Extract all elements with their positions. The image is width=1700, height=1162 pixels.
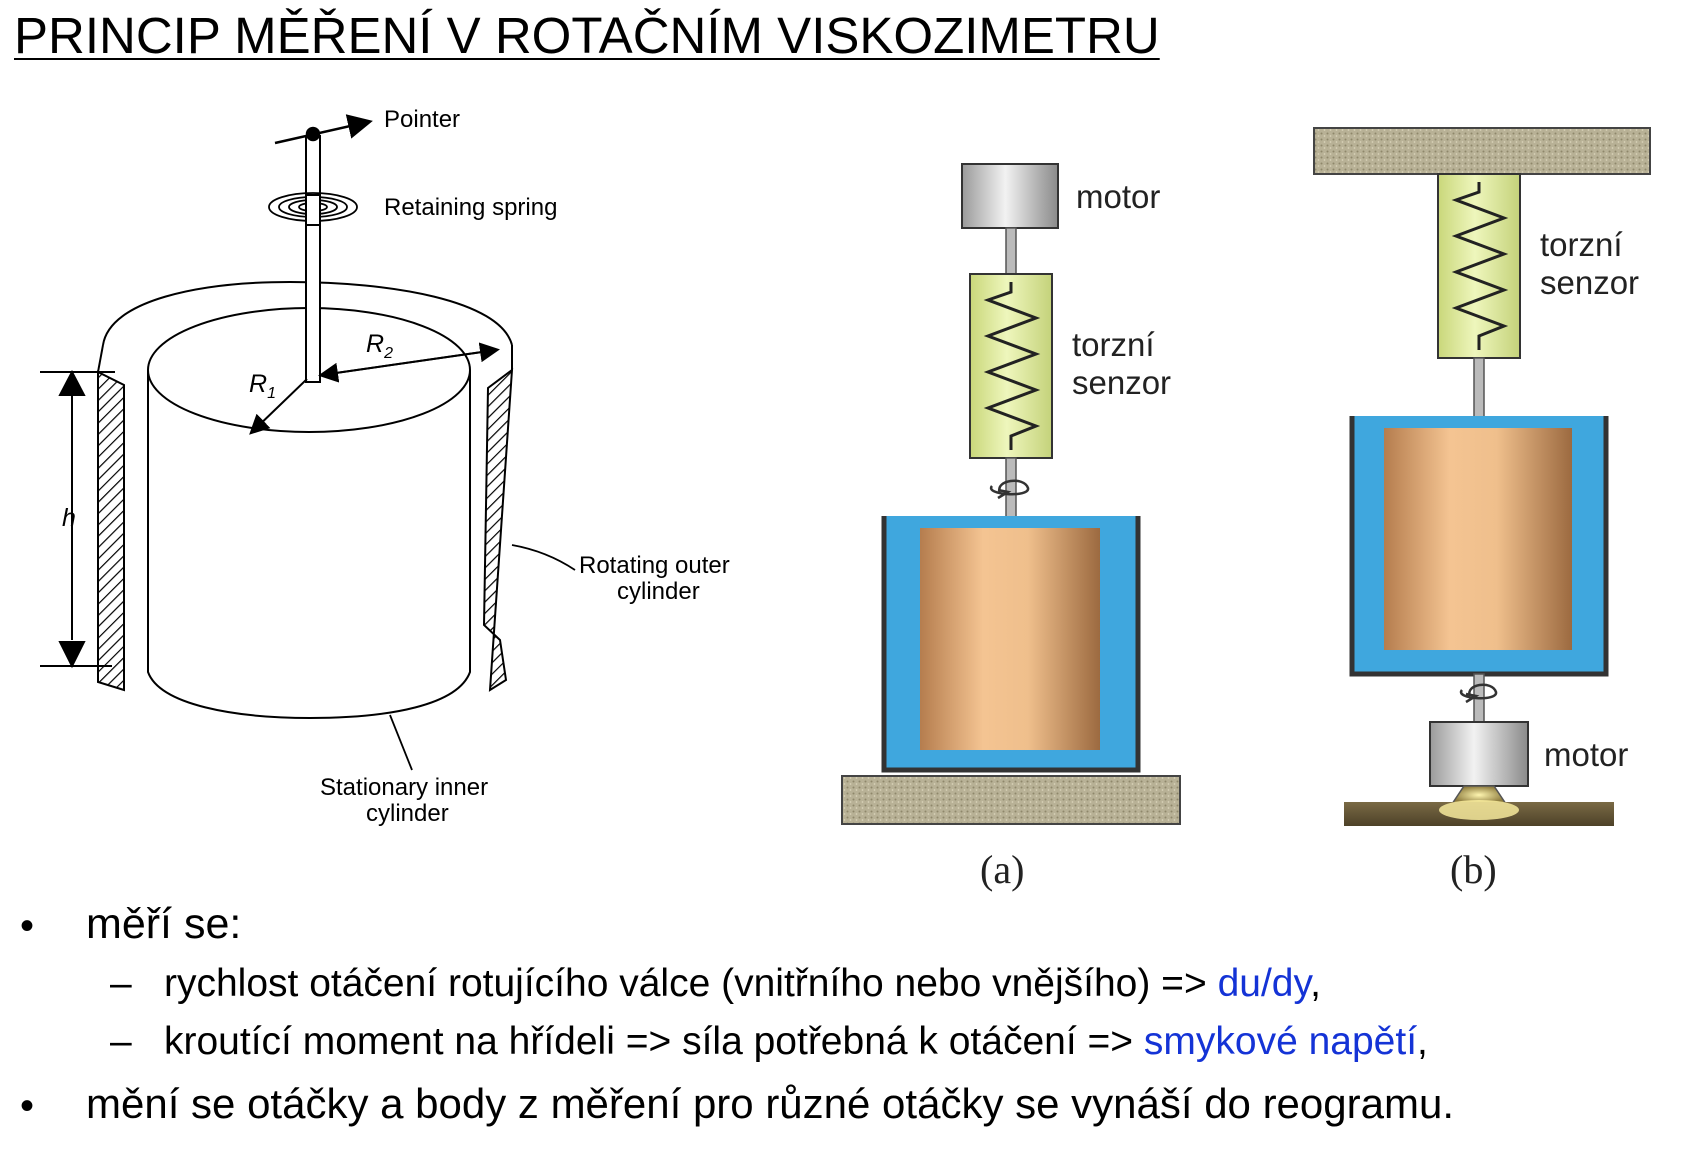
viscometer-line-diagram — [40, 114, 576, 771]
height-dimension — [40, 369, 115, 669]
r2-label: R2 — [366, 330, 393, 362]
base-a — [841, 775, 1181, 825]
bullet-2: mění se otáčky a body z měření pro různé… — [86, 1080, 1454, 1127]
radius-arrows — [249, 342, 500, 435]
bullet-marker-2: • — [20, 1084, 35, 1128]
torsion-sensor-a — [969, 273, 1053, 459]
page-title: PRINCIP MĚŘENÍ V ROTAČNÍM VISKOZIMETRU — [14, 7, 1160, 64]
bullet-marker-1: • — [20, 904, 35, 948]
bullet-1: měří se: — [86, 900, 242, 948]
rotating-outer-label-line2: cylinder — [617, 578, 700, 605]
r1-label: R1 — [249, 370, 276, 402]
pointer-label: Pointer — [384, 106, 461, 133]
liquid-cup-b — [1349, 416, 1609, 677]
highlight-smykove-napeti: smykové napětí — [1143, 1020, 1418, 1063]
rotating-outer-label-line1: Rotating outer — [579, 552, 730, 579]
pointer-needle — [274, 114, 373, 145]
senzor-a-label: senzor — [1072, 364, 1172, 401]
torzni-b-label: torzní — [1540, 226, 1623, 263]
caption-b: (b) — [1450, 847, 1497, 892]
sub-bullet-2: kroutící moment na hřídeli => síla potře… — [164, 1020, 1428, 1063]
h-label: h — [62, 504, 76, 532]
torzni-a-label: torzní — [1072, 326, 1155, 363]
dash-marker-2: – — [110, 1020, 132, 1063]
motor-a-label: motor — [1076, 178, 1161, 215]
motor-a — [961, 163, 1059, 229]
retaining-spring-label: Retaining spring — [384, 194, 558, 221]
stationary-inner-label-line1: Stationary inner — [320, 774, 489, 801]
sub-bullet-1: rychlost otáčení rotujícího válce (vnitř… — [164, 962, 1321, 1005]
highlight-du-dy: du/dy — [1217, 962, 1311, 1005]
liquid-cup-a — [881, 516, 1141, 773]
senzor-b-label: senzor — [1540, 264, 1640, 301]
caption-a: (a) — [980, 847, 1025, 892]
outer-cylinder — [97, 280, 514, 692]
motor-b — [1429, 721, 1529, 787]
motor-b-label: motor — [1544, 736, 1629, 773]
top-plate-b — [1313, 127, 1651, 175]
dash-marker-1: – — [110, 962, 132, 1005]
stationary-inner-label-line2: cylinder — [366, 800, 449, 827]
figure-a-diagram — [841, 127, 1651, 826]
torsion-sensor-b — [1437, 173, 1521, 359]
